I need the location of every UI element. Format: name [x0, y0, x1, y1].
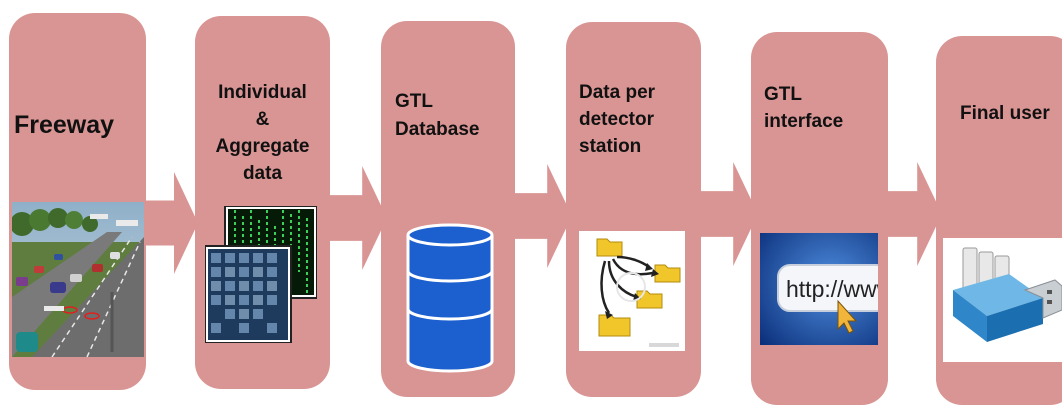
flow-arrow-1	[138, 172, 198, 274]
freeway-traffic-image	[12, 202, 144, 357]
database-cylinder-icon	[406, 223, 494, 373]
flow-arrow-4	[696, 162, 758, 266]
step-data-title-line-2: &	[255, 109, 270, 130]
step-detector-title-line-1: Data per	[579, 82, 656, 103]
web-address-image: http://www.	[760, 233, 878, 345]
step-database-title: GTL Database	[395, 88, 480, 144]
step-database-title-line-2: Database	[395, 119, 480, 140]
step-database-title-line-1: GTL	[395, 91, 433, 112]
step-detector-title-line-2: detector	[579, 109, 654, 130]
data-matrix-image	[205, 206, 317, 343]
step-interface-title-line-2: interface	[764, 111, 844, 132]
step-interface-title: GTL interface	[764, 81, 843, 135]
url-text: http://www.	[786, 276, 878, 302]
usb-drive-image	[943, 238, 1062, 362]
step-data-title-line-4: data	[242, 163, 283, 184]
step-interface-title-line-1: GTL	[764, 84, 802, 105]
step-data-title-line-1: Individual	[218, 82, 307, 103]
step-data-title: Individual & Aggregate data	[195, 79, 330, 187]
step-detector-title-line-3: station	[579, 136, 642, 157]
folder-network-image	[579, 231, 685, 351]
step-freeway-title: Freeway	[14, 111, 115, 139]
step-final-user-title: Final user	[960, 103, 1050, 124]
flow-arrow-3	[510, 164, 572, 268]
flow-arrow-5	[880, 162, 942, 266]
step-detector-title: Data per detector station	[579, 79, 655, 160]
flow-arrow-2	[325, 166, 387, 270]
step-data-title-line-3: Aggregate	[215, 136, 310, 157]
